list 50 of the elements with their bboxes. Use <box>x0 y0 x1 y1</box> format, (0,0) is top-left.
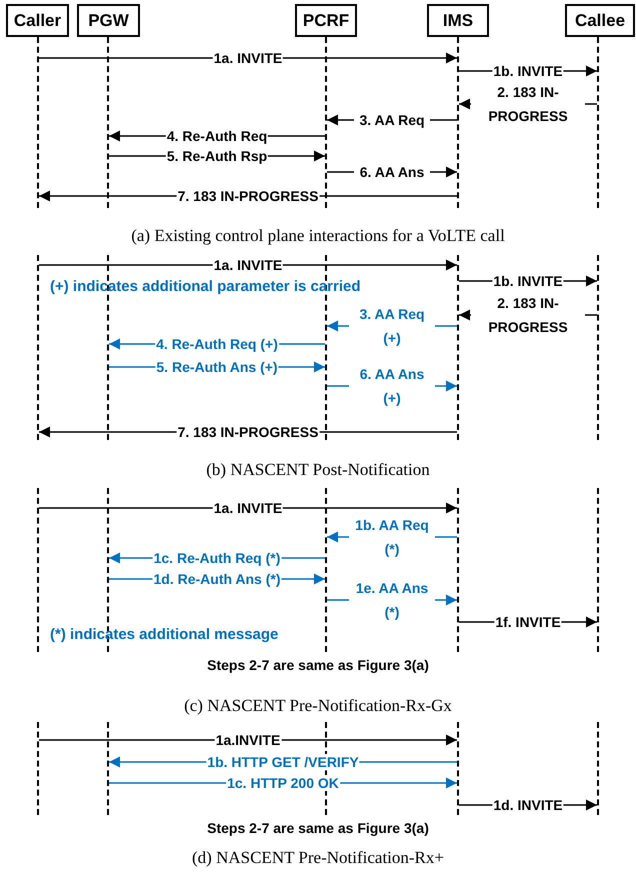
participant-box: Callee <box>565 4 635 37</box>
legend-note: (+) indicates additional parameter is carried <box>50 278 361 295</box>
message-label: 5. Re-Auth Rsp <box>166 148 268 164</box>
lifeline <box>457 37 459 208</box>
message-label: 1c. Re-Auth Req (*) <box>152 550 282 566</box>
message-label: 1c. HTTP 200 OK <box>226 775 340 791</box>
lifeline <box>107 255 109 440</box>
message-label: 1a. INVITE <box>212 257 284 273</box>
message-label: 1b. INVITE <box>492 63 564 79</box>
message-label: 7. 183 IN-PROGRESS <box>176 188 320 204</box>
message-label: 1b. INVITE <box>492 273 564 289</box>
message-label: 1d. Re-Auth Ans (*) <box>152 571 282 587</box>
figure-caption: (a) Existing control plane interactions for a VoLTE call <box>131 226 505 246</box>
lifeline <box>325 37 327 208</box>
message-label: 1a.INVITE <box>214 732 282 748</box>
note: Steps 2-7 are same as Figure 3(a) <box>207 820 429 836</box>
message-label: 1f. INVITE <box>494 614 562 630</box>
lifeline <box>325 488 327 652</box>
figure-caption: (b) NASCENT Post-Notification <box>206 460 430 480</box>
figure-caption: (c) NASCENT Pre-Notification-Rx-Gx <box>184 696 452 716</box>
lifeline <box>37 255 39 440</box>
lifeline <box>37 37 39 208</box>
lifeline <box>457 255 459 440</box>
lifeline <box>107 488 109 652</box>
lifeline <box>325 255 327 440</box>
legend-note: (*) indicates additional message <box>50 626 278 643</box>
figure-caption: (d) NASCENT Pre-Notification-Rx+ <box>192 848 444 868</box>
note: Steps 2-7 are same as Figure 3(a) <box>207 657 429 673</box>
lifeline <box>597 255 599 440</box>
lifeline <box>457 488 459 652</box>
participant-box: PCRF <box>295 4 357 37</box>
message-label: 1a. INVITE <box>212 500 284 516</box>
participant-box: Caller <box>6 4 69 37</box>
message-label: 4. Re-Auth Req <box>166 128 268 144</box>
lifeline <box>597 37 599 208</box>
lifeline <box>597 488 599 652</box>
lifeline <box>107 37 109 208</box>
lifeline <box>457 722 459 815</box>
participant-box: PGW <box>77 4 140 37</box>
lifeline <box>597 722 599 815</box>
message-label: 7. 183 IN-PROGRESS <box>176 424 320 440</box>
message-label: 1b. HTTP GET /VERIFY <box>206 754 360 770</box>
participant-box: IMS <box>427 4 489 37</box>
lifeline <box>37 722 39 815</box>
message-label: 5. Re-Auth Ans (+) <box>155 359 279 375</box>
lifeline <box>107 722 109 815</box>
message-label: 1d. INVITE <box>492 797 564 813</box>
message-label: 4. Re-Auth Req (+) <box>155 336 279 352</box>
message-label: 1a. INVITE <box>212 50 284 66</box>
lifeline <box>37 488 39 652</box>
